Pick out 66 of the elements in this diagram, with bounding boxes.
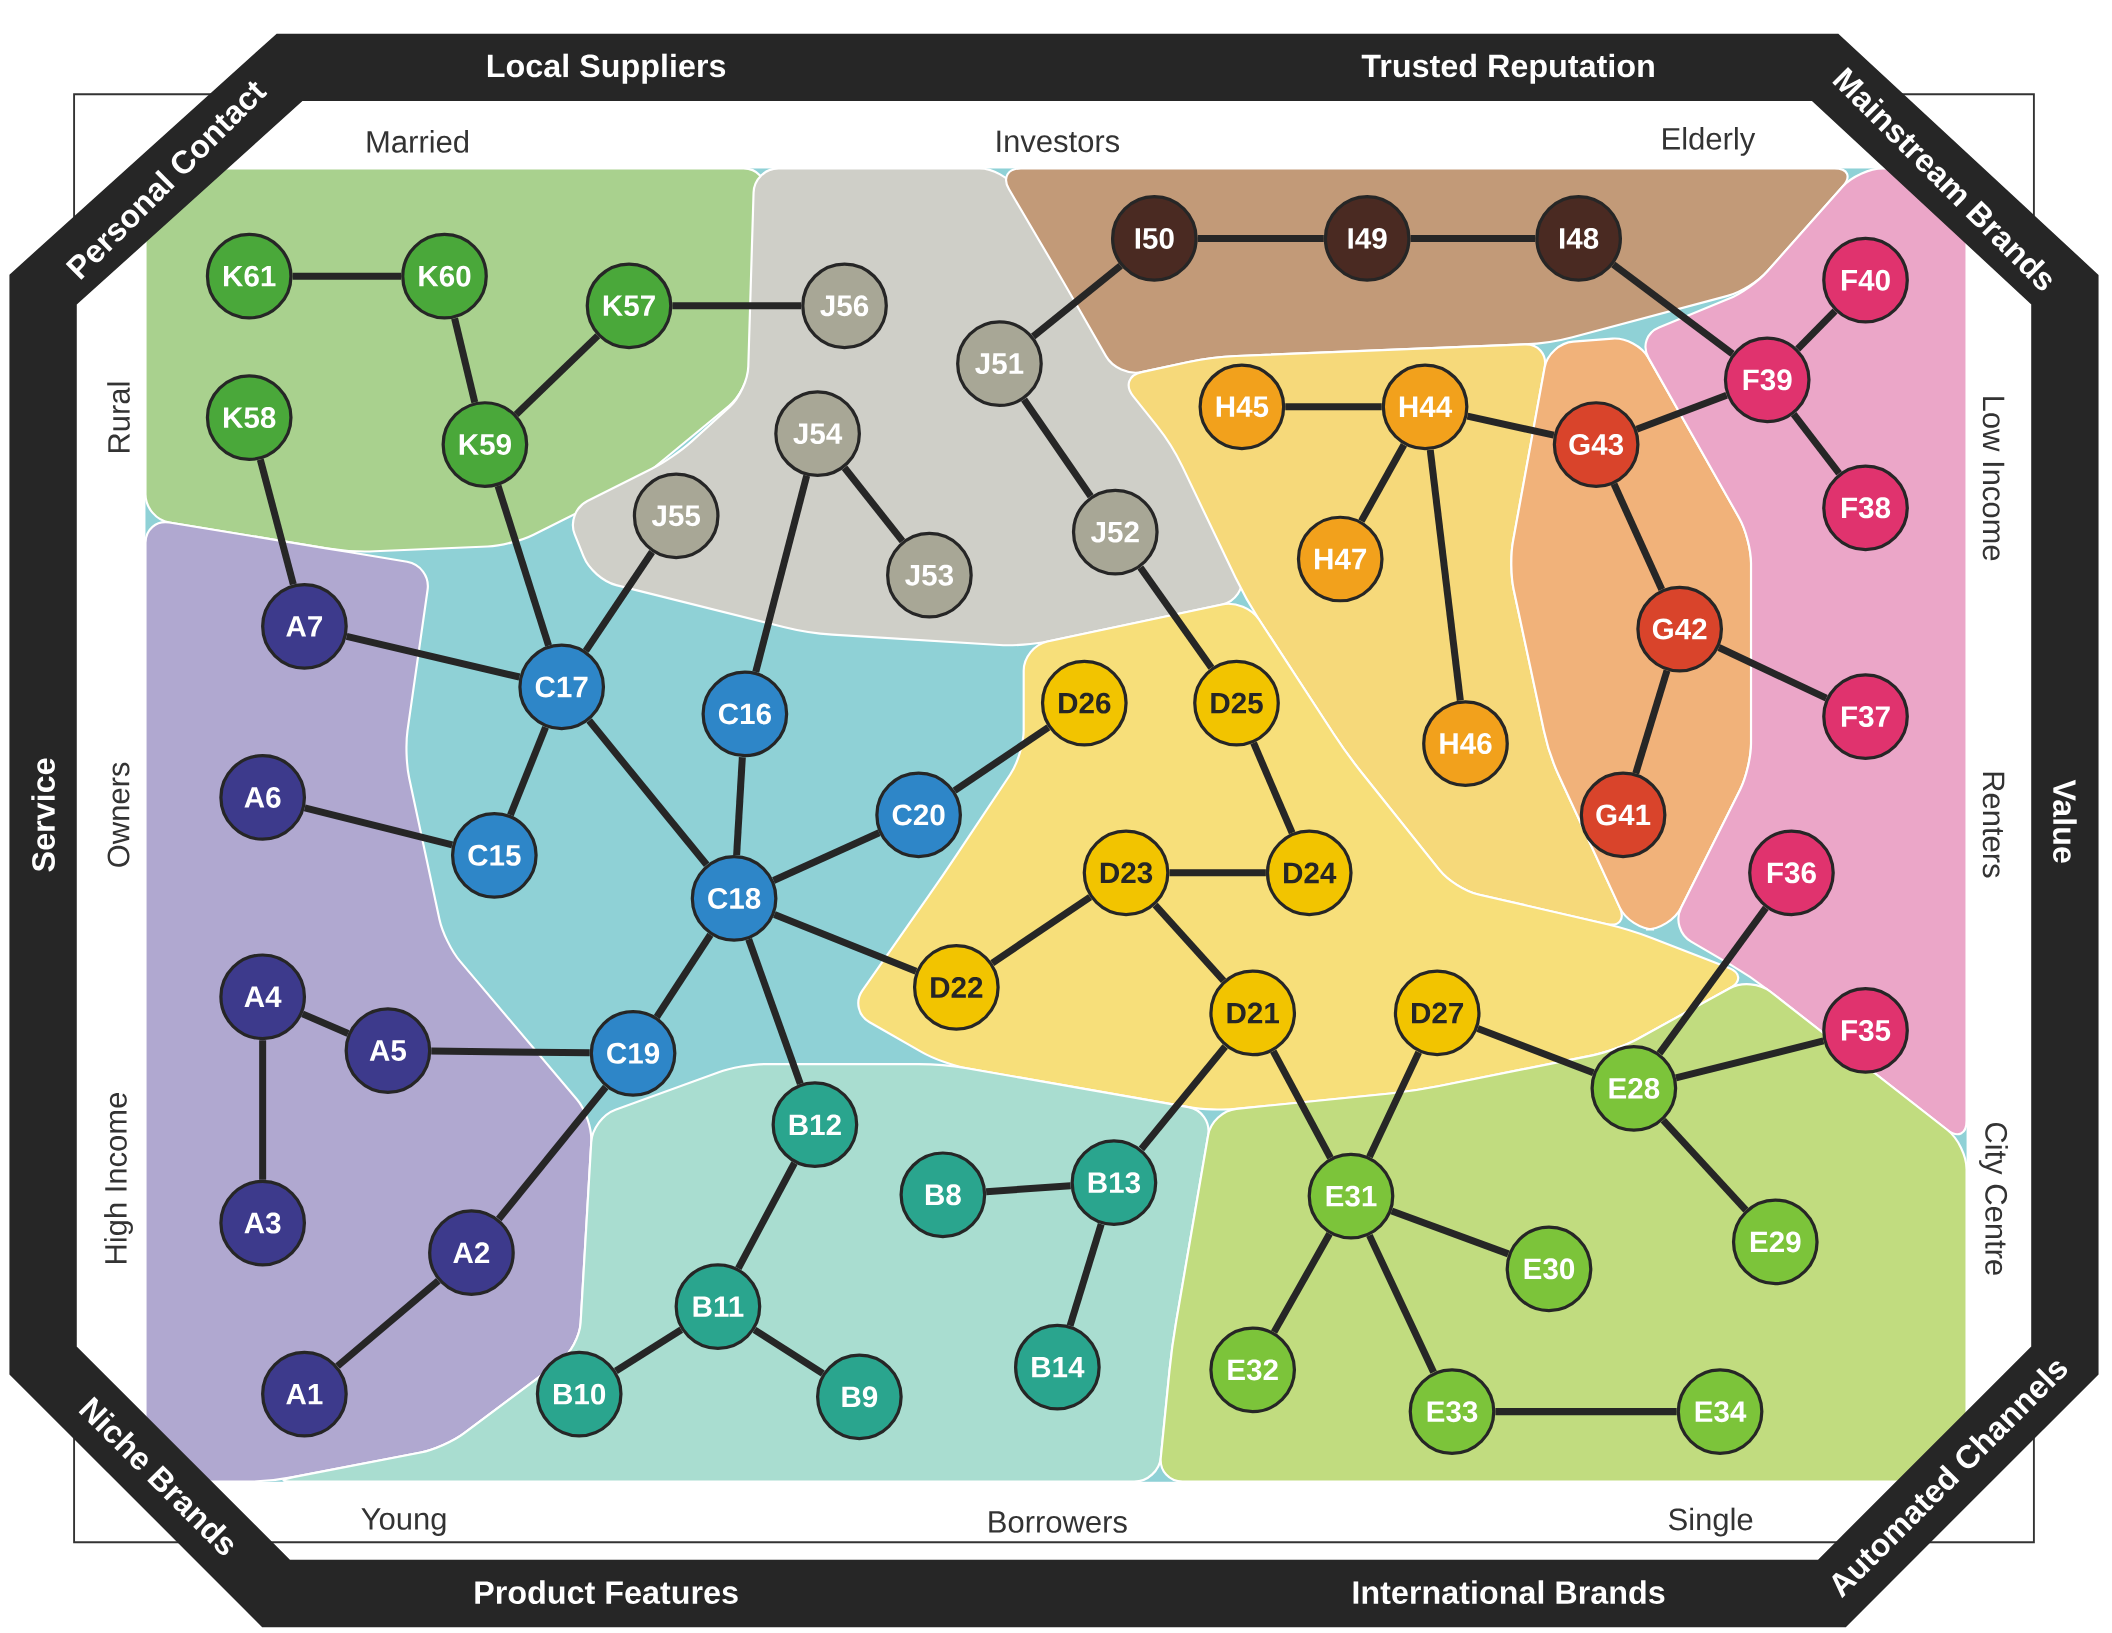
connector-line xyxy=(582,550,655,654)
connector-line xyxy=(494,485,552,647)
connector-line xyxy=(586,718,710,868)
band-label: Value xyxy=(2053,779,2077,864)
connector-line xyxy=(1366,1234,1437,1375)
band-label: Trusted Reputation xyxy=(1361,53,1654,85)
connector-line xyxy=(773,911,918,975)
connector-line xyxy=(1795,308,1838,352)
segment-label: Investors xyxy=(997,130,1120,153)
connector-line xyxy=(752,1327,825,1377)
connector-line xyxy=(735,1161,798,1271)
connector-line xyxy=(1250,741,1296,835)
connector-line xyxy=(841,465,906,544)
connector-line xyxy=(335,1278,441,1369)
connector-line xyxy=(1366,1050,1422,1159)
connector-line xyxy=(653,933,714,1020)
segment-label: Low Income xyxy=(1982,397,2005,561)
connector-line xyxy=(496,1085,609,1222)
connector-line xyxy=(507,726,549,817)
connector-line xyxy=(1152,902,1227,984)
connector-line xyxy=(513,333,601,418)
connector-line xyxy=(1137,565,1215,670)
segment-label: City Centre xyxy=(1979,1123,2008,1276)
connector-line xyxy=(1656,906,1769,1056)
connector-line xyxy=(1466,412,1555,439)
connector-line xyxy=(303,804,454,849)
connector-line xyxy=(1426,449,1464,702)
connector-line xyxy=(301,1010,350,1037)
connector-line xyxy=(1021,397,1094,499)
segment-label: Renters xyxy=(1982,772,2005,878)
segment-label: Single xyxy=(1668,1507,1753,1537)
connector-line xyxy=(1066,1223,1105,1327)
segment-label: High Income xyxy=(104,1093,133,1264)
connector-line xyxy=(1390,1208,1510,1258)
connector-line xyxy=(952,724,1051,794)
segment-label: Married xyxy=(367,130,469,154)
segment-label: Borrowers xyxy=(989,1511,1127,1534)
connector-line xyxy=(1270,1049,1334,1160)
connector-line xyxy=(1660,1118,1749,1213)
connector-line xyxy=(1610,482,1665,592)
band-label: International Brands xyxy=(1353,1580,1665,1605)
connector-line xyxy=(1675,1037,1825,1082)
connector-line xyxy=(1138,1044,1228,1152)
connector-line xyxy=(345,633,521,681)
segment-label: Owners xyxy=(107,762,130,868)
connector-line xyxy=(451,317,479,404)
connector-line xyxy=(1790,412,1842,476)
connector-line xyxy=(772,829,881,884)
connector-line xyxy=(1271,1232,1333,1335)
connector-line xyxy=(614,1327,684,1375)
segment-label: Elderly xyxy=(1663,127,1756,157)
connector-line xyxy=(1358,443,1407,524)
connector-line xyxy=(292,272,402,280)
connector-line xyxy=(1030,263,1123,340)
band-label: Product Features xyxy=(475,1580,738,1605)
segment-label: Young xyxy=(361,1508,446,1537)
connector-line xyxy=(1410,235,1536,243)
connector-line xyxy=(1632,669,1671,775)
connector-line xyxy=(990,894,1093,967)
segment-label: Rural xyxy=(107,382,130,453)
connector-line xyxy=(256,458,297,586)
band-label: Service xyxy=(31,758,55,872)
connector-line xyxy=(752,475,811,674)
connector-line xyxy=(1611,261,1735,357)
band-label: Local Suppliers xyxy=(487,53,726,85)
connector-line xyxy=(745,938,804,1086)
